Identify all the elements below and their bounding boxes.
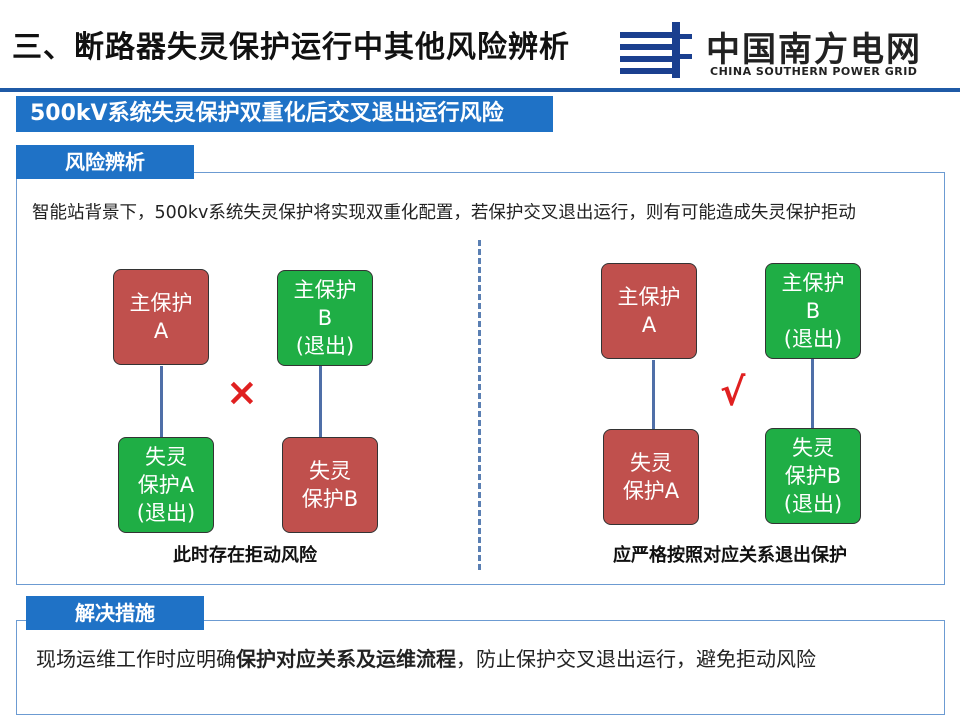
left-main-protection-b-box: 主保护 B (退出): [277, 270, 373, 366]
right-main-protection-b-box: 主保护 B (退出): [765, 263, 861, 359]
box-label: 主保护 B (退出): [293, 278, 357, 358]
logo-english-text: CHINA SOUTHERN POWER GRID: [710, 65, 918, 78]
risk-tab-label: 风险辨析: [16, 145, 194, 179]
company-logo: [620, 22, 692, 78]
solution-text-suffix: ，防止保护交叉退出运行，避免拒动风险: [456, 647, 816, 671]
section-subtitle: 500kV系统失灵保护双重化后交叉退出运行风险: [16, 96, 553, 132]
risk-panel: [16, 172, 945, 585]
box-label: 失灵 保护A (退出): [136, 445, 196, 525]
header-divider: [0, 88, 960, 92]
solution-text-prefix: 现场运维工作时应明确: [36, 647, 236, 671]
cross-mark: ×: [226, 370, 258, 414]
right-connector-a: [652, 360, 655, 430]
box-label: 失灵 保护B: [301, 459, 359, 511]
dashed-divider: [478, 240, 481, 570]
left-connector-b: [319, 366, 322, 438]
left-failure-protection-a-box: 失灵 保护A (退出): [118, 437, 214, 533]
left-main-protection-a-box: 主保护 A: [113, 269, 209, 365]
left-connector-a: [160, 366, 163, 438]
right-failure-protection-b-box: 失灵 保护B (退出): [765, 428, 861, 524]
risk-description: 智能站背景下，500kv系统失灵保护将实现双重化配置，若保护交叉退出运行，则有可…: [32, 203, 856, 223]
solution-tab-label: 解决措施: [26, 596, 204, 630]
page-title: 三、断路器失灵保护运行中其他风险辨析: [12, 30, 570, 65]
box-label: 主保护 B (退出): [781, 271, 845, 351]
box-label: 主保护 A: [129, 291, 193, 343]
box-label: 失灵 保护B (退出): [783, 436, 843, 516]
right-main-protection-a-box: 主保护 A: [601, 263, 697, 359]
solution-panel: [16, 620, 945, 715]
right-failure-protection-a-box: 失灵 保护A: [603, 429, 699, 525]
right-connector-b: [811, 359, 814, 429]
left-failure-protection-b-box: 失灵 保护B: [282, 437, 378, 533]
box-label: 失灵 保护A: [622, 451, 680, 503]
solution-text-bold: 保护对应关系及运维流程: [236, 647, 456, 671]
solution-text: 现场运维工作时应明确保护对应关系及运维流程，防止保护交叉退出运行，避免拒动风险: [36, 644, 936, 674]
logo-chinese-text: 中国南方电网: [706, 30, 922, 70]
box-label: 主保护 A: [617, 285, 681, 337]
check-mark: √: [720, 370, 746, 414]
right-caption: 应严格按照对应关系退出保护: [613, 545, 847, 566]
left-caption: 此时存在拒动风险: [173, 545, 317, 566]
